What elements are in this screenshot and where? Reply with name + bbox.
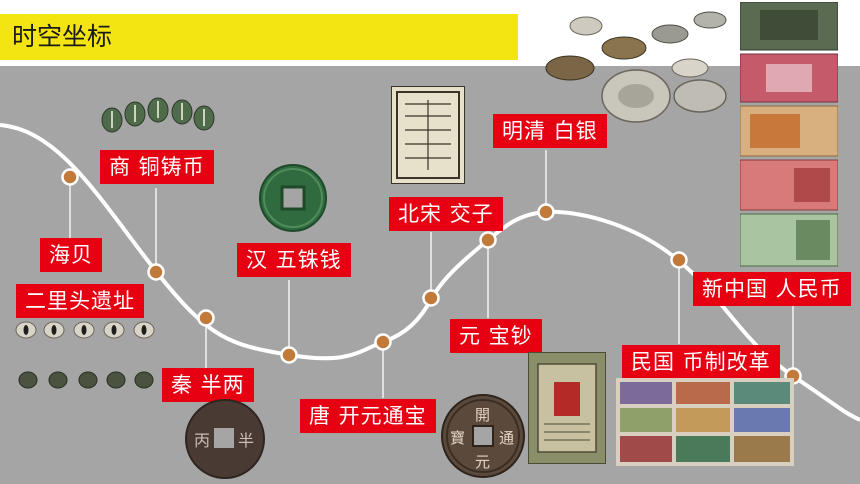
wuzhu-coin-image: [259, 164, 327, 232]
label-shang: 商 铜铸币: [100, 150, 214, 184]
kaiyuan-coin-image: 開 元 寶 通: [441, 394, 525, 478]
svg-text:丙: 丙: [194, 431, 210, 450]
label-mingqing: 明清 白银: [493, 114, 607, 148]
node-song: [422, 289, 440, 307]
svg-text:開: 開: [475, 406, 490, 424]
node-tang: [374, 333, 392, 351]
node-qin: [197, 309, 215, 327]
node-shang: [147, 263, 165, 281]
label-yuan: 元 宝钞: [450, 319, 542, 353]
shell-money-image: [15, 321, 155, 389]
banliang-coin-image: 丙 半: [185, 399, 265, 479]
node-yuan: [479, 231, 497, 249]
label-erlitou: 二里头遗址: [16, 284, 144, 318]
label-song: 北宋 交子: [389, 197, 503, 231]
baochao-note-image: [528, 352, 606, 464]
timeline-nodes: [61, 168, 802, 385]
rmb-notes-image: [740, 2, 838, 267]
label-han: 汉 五铢钱: [237, 243, 351, 277]
label-shell: 海贝: [40, 238, 102, 272]
node-mingqing: [537, 203, 555, 221]
svg-text:半: 半: [238, 431, 254, 450]
label-tang: 唐 开元通宝: [300, 399, 436, 433]
timeline-curve: [0, 123, 860, 422]
svg-text:元: 元: [475, 453, 490, 471]
republic-notes-image: [616, 378, 794, 466]
jiaozi-note-image: [391, 86, 465, 184]
node-shell: [61, 168, 79, 186]
svg-text:通: 通: [499, 429, 514, 447]
label-republic: 民国 币制改革: [622, 345, 780, 379]
label-qin: 秦 半两: [162, 368, 254, 402]
node-republic: [670, 251, 688, 269]
leader-lines: [69, 150, 794, 398]
bronze-shell-coins-image: [101, 97, 215, 133]
silver-ingots-image: [545, 11, 727, 123]
label-prc: 新中国 人民币: [693, 272, 851, 306]
page-title: 时空坐标: [0, 14, 518, 60]
svg-text:寶: 寶: [450, 429, 465, 447]
node-han: [280, 346, 298, 364]
